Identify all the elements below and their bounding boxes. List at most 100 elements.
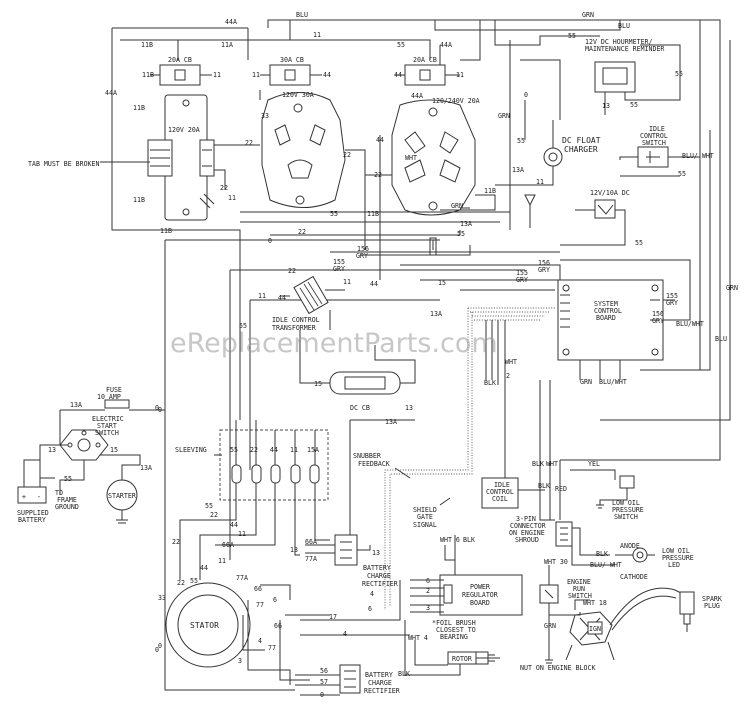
svg-text:120/240V 20A: 120/240V 20A [432,97,480,105]
svg-text:LOW OIL: LOW OIL [662,547,690,555]
svg-text:120V 30A: 120V 30A [282,91,314,99]
wire-label-0: 0 [158,406,162,414]
starter-motor: STARTER [106,479,138,524]
wire-label-11: 11 [456,71,464,79]
svg-text:SNUBBER: SNUBBER [353,452,381,460]
wire-label-22: 22 [250,446,258,454]
wire-label-55: 55 [517,137,525,145]
svg-text:GATE: GATE [417,513,433,521]
wire-label-33: 33 [261,112,269,120]
circuit-breaker-20a-left: 20A CB [150,56,212,86]
wire-label-11b: 11B [133,196,145,204]
wire-label-11: 11 [238,530,246,538]
wire-label-0: 0 [155,646,159,654]
svg-text:SPARK: SPARK [702,595,722,603]
wire-label-15: 15 [314,380,322,388]
spark-plug: SPARK PLUG [609,587,722,632]
wire-label-22: 22 [172,538,180,546]
receptacle-120v-20a: 120V 20A [147,94,215,221]
wire-label-44a: 44A [225,18,237,26]
wire-label-11: 11 [218,557,226,565]
wire-label-55: 55 [635,239,643,247]
svg-text:LOW OIL: LOW OIL [612,499,640,507]
frame-label-3: GROUND [55,503,79,511]
watermark: eReplacementParts.com [170,328,498,359]
wire-label-55: 55 [239,322,247,330]
wire-label-0: 0 [268,237,272,245]
dc-circuit-breaker: DC CB [329,371,401,412]
shield-harness [384,307,555,610]
svg-text:20A CB: 20A CB [413,56,437,64]
svg-text:TRANSFORMER: TRANSFORMER [272,324,316,332]
sleeving-box: SLEEVING [175,429,329,501]
wire-label-2: 2 [426,587,430,595]
wire-label-blu-wht: BLU/ WHT [682,152,714,160]
svg-text:PRESSURE: PRESSURE [612,506,644,514]
svg-text:SHIELD: SHIELD [413,506,437,514]
wire-label-55: 55 [330,210,338,218]
wire-label-blu-wht: BLU/WHT [599,378,627,386]
wire-label-0: 0 [524,91,528,99]
wire-label-55: 55 [678,170,686,178]
wire-label-blu-wht: BLU/WHT [676,320,704,328]
wire-label-13a: 13A [70,401,82,409]
wire-label-22: 22 [177,579,185,587]
system-control-board: SYSTEM CONTROL BOARD [557,279,664,361]
idle-control-switch: IDLE CONTROL SWITCH [637,125,669,168]
wire-label-wht30: WHT 30 [544,558,568,566]
svg-text:12V DC HOURMETER/: 12V DC HOURMETER/ [585,38,653,46]
wire-label-4: 4 [258,637,262,645]
snubber-feedback: SNUBBER FEEDBACK [353,452,411,479]
wire-label-77a: 77A [236,574,248,582]
wire-label-wht: WHT [546,460,558,468]
svg-text:12V/10A DC: 12V/10A DC [590,189,630,197]
wire-label-66: 66 [254,585,262,593]
wire-label-66a: 66A [305,538,317,546]
svg-text:RUN: RUN [573,585,585,593]
wire-label-11b: 11B [141,41,153,49]
wire-label-66a: 66A [222,541,234,549]
wire-label-55: 55 [568,32,576,40]
svg-text:REGULATOR: REGULATOR [462,591,498,599]
wire-label-44: 44 [370,280,378,288]
wire-label-wht: WHT [405,154,417,162]
wire-label-gry: GRY [538,266,550,274]
low-oil-pressure-led: LOW OIL PRESSURE LED [615,547,694,569]
svg-text:IDLE: IDLE [494,481,510,489]
svg-text:DC FLOAT: DC FLOAT [562,136,601,145]
wire-label-156: 156 [357,245,369,253]
svg-text:*FOIL BRUSH: *FOIL BRUSH [432,619,476,627]
wire-label-gry: GRY [666,299,678,307]
wire-label-13: 13 [290,546,298,554]
wire-label-44: 44 [200,564,208,572]
svg-text:-: - [37,493,41,501]
wire-label-33: 33 [158,594,166,602]
wire-label-blk: BLK [484,379,496,387]
three-pin-connector: 3-PIN CONNECTOR ON ENGINE SHROUD [509,515,573,547]
wire-label-44a: 44A [105,89,117,97]
electric-start-switch: ELECTRIC START SWITCH [59,415,124,461]
wire-label-13a: 13A [430,310,442,318]
svg-text:CONTROL: CONTROL [594,307,622,315]
wire-label-4: 4 [343,630,347,638]
svg-text:IDLE CONTROL: IDLE CONTROL [272,316,320,324]
wire-label-15: 15 [438,279,446,287]
idle-control-transformer: IDLE CONTROL TRANSFORMER [272,275,329,332]
svg-text:CONTROL: CONTROL [640,132,668,140]
wire-label-44: 44 [394,71,402,79]
wire-label-22: 22 [288,267,296,275]
wire-label-55: 55 [205,502,213,510]
svg-text:120V 20A: 120V 20A [168,126,200,134]
wire-label-blk: BLK [596,550,608,558]
wire-label-15a: 15A [307,446,319,454]
wire-label-13: 13 [405,404,413,412]
wire-label-grn: GRN [451,202,463,210]
wire-label-wht18: WHT 18 [583,599,607,607]
circuit-breaker-20a-right: 20A CB [395,56,455,86]
wire-label-blu: BLU [715,335,727,343]
svg-text:MAINTENANCE REMINDER: MAINTENANCE REMINDER [585,45,664,53]
svg-text:SUPPLIED: SUPPLIED [17,509,49,517]
wire-label-gry: GRY [516,276,528,284]
wire-label-11: 11 [228,194,236,202]
svg-text:20A CB: 20A CB [168,56,192,64]
